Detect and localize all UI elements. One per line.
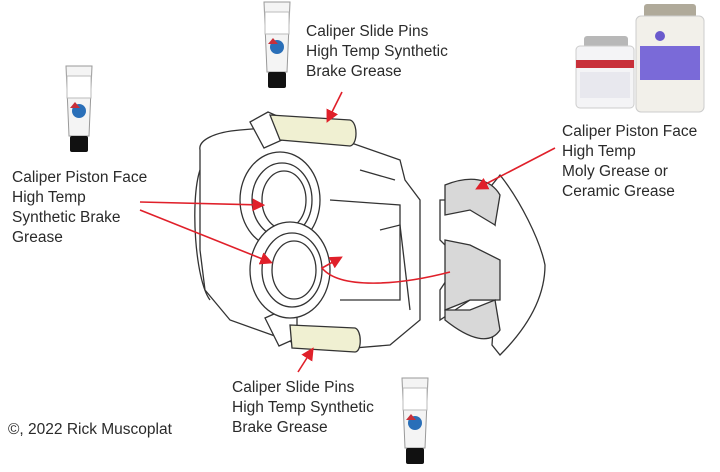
label-top-slide-pins: Caliper Slide Pins High Temp Synthetic B… [306, 22, 448, 82]
grease-jar-icon [575, 36, 635, 109]
label-line: Brake Grease [232, 419, 328, 436]
label-line: Ceramic Grease [562, 183, 675, 200]
label-line: High Temp [12, 189, 86, 206]
pointer-arrows [139, 91, 556, 373]
grease-tube-icon [263, 1, 291, 89]
label-piston-face-left: Caliper Piston Face High Temp Synthetic … [12, 168, 147, 248]
grease-jar-icon [635, 4, 705, 113]
copyright: ©, 2022 Rick Muscoplat [8, 421, 172, 438]
label-line: Caliper Slide Pins [232, 379, 355, 396]
grease-tube-icon [65, 65, 93, 153]
label-line: Synthetic Brake [12, 209, 121, 226]
label-line: Brake Grease [306, 63, 402, 80]
label-line: High Temp [562, 143, 636, 160]
caliper-illustration [194, 111, 421, 353]
label-line: Caliper Piston Face [12, 169, 148, 186]
label-line: Caliper Piston Face [562, 123, 698, 140]
grease-tube-icon [401, 377, 429, 465]
label-line: High Temp Synthetic [306, 43, 448, 60]
label-line: Moly Grease or [562, 163, 668, 180]
label-line: Grease [12, 229, 63, 246]
label-line: Caliper Slide Pins [306, 23, 429, 40]
label-piston-face-right: Caliper Piston Face High Temp Moly Greas… [562, 122, 697, 202]
brake-pad-illustration [439, 173, 546, 356]
label-bottom-slide-pins: Caliper Slide Pins High Temp Synthetic B… [232, 378, 374, 438]
label-line: High Temp Synthetic [232, 399, 374, 416]
